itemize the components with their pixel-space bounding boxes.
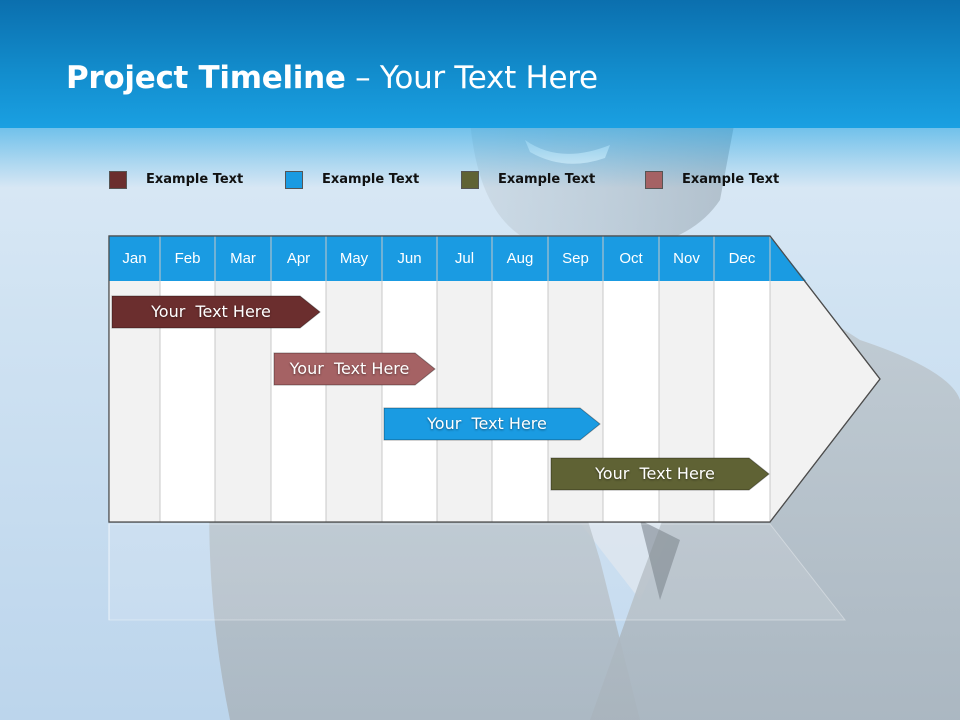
legend-swatch	[645, 171, 663, 189]
month-label-may: May	[339, 250, 369, 267]
month-label-mar: Mar	[230, 250, 256, 267]
month-column	[382, 281, 437, 522]
legend-swatch	[461, 171, 479, 189]
timeline-reflection	[108, 523, 847, 621]
legend-label: Example Text	[146, 172, 244, 187]
month-column	[326, 281, 382, 522]
timeline-arrow-outline	[108, 235, 881, 523]
month-label-sep: Sep	[562, 250, 589, 267]
month-label-jul: Jul	[454, 250, 475, 267]
month-column	[492, 281, 548, 522]
month-label-nov: Nov	[673, 250, 700, 267]
month-label-apr: Apr	[286, 250, 311, 267]
header-fade	[0, 128, 960, 188]
month-label-oct: Oct	[619, 250, 643, 267]
month-label-aug: Aug	[506, 250, 534, 267]
task-bar-label: Your Text Here	[289, 359, 410, 378]
month-label-feb: Feb	[174, 250, 201, 267]
task-bar	[273, 352, 436, 386]
task-bar-label: Your Text Here	[151, 302, 271, 321]
title-rest-part: – Your Text Here	[345, 60, 598, 96]
legend-label: Example Text	[682, 172, 780, 187]
month-header-band	[109, 236, 770, 281]
legend-swatch	[109, 171, 127, 189]
month-column	[437, 281, 492, 522]
task-bar-label: Your Text Here	[427, 414, 547, 433]
legend-label: Example Text	[498, 172, 596, 187]
legend-swatch	[285, 171, 303, 189]
page-title: Project Timeline – Your Text Here	[66, 60, 598, 96]
task-bar	[111, 295, 321, 329]
task-bar	[550, 457, 770, 491]
month-label-jun: Jun	[397, 250, 422, 267]
title-bold-part: Project Timeline	[66, 60, 346, 96]
month-label-dec: Dec	[728, 250, 756, 267]
header-band	[0, 0, 960, 128]
legend-label: Example Text	[322, 172, 420, 187]
task-bar-label: Your Text Here	[595, 464, 715, 483]
month-label-jan: Jan	[122, 250, 147, 267]
task-bar	[383, 407, 601, 441]
